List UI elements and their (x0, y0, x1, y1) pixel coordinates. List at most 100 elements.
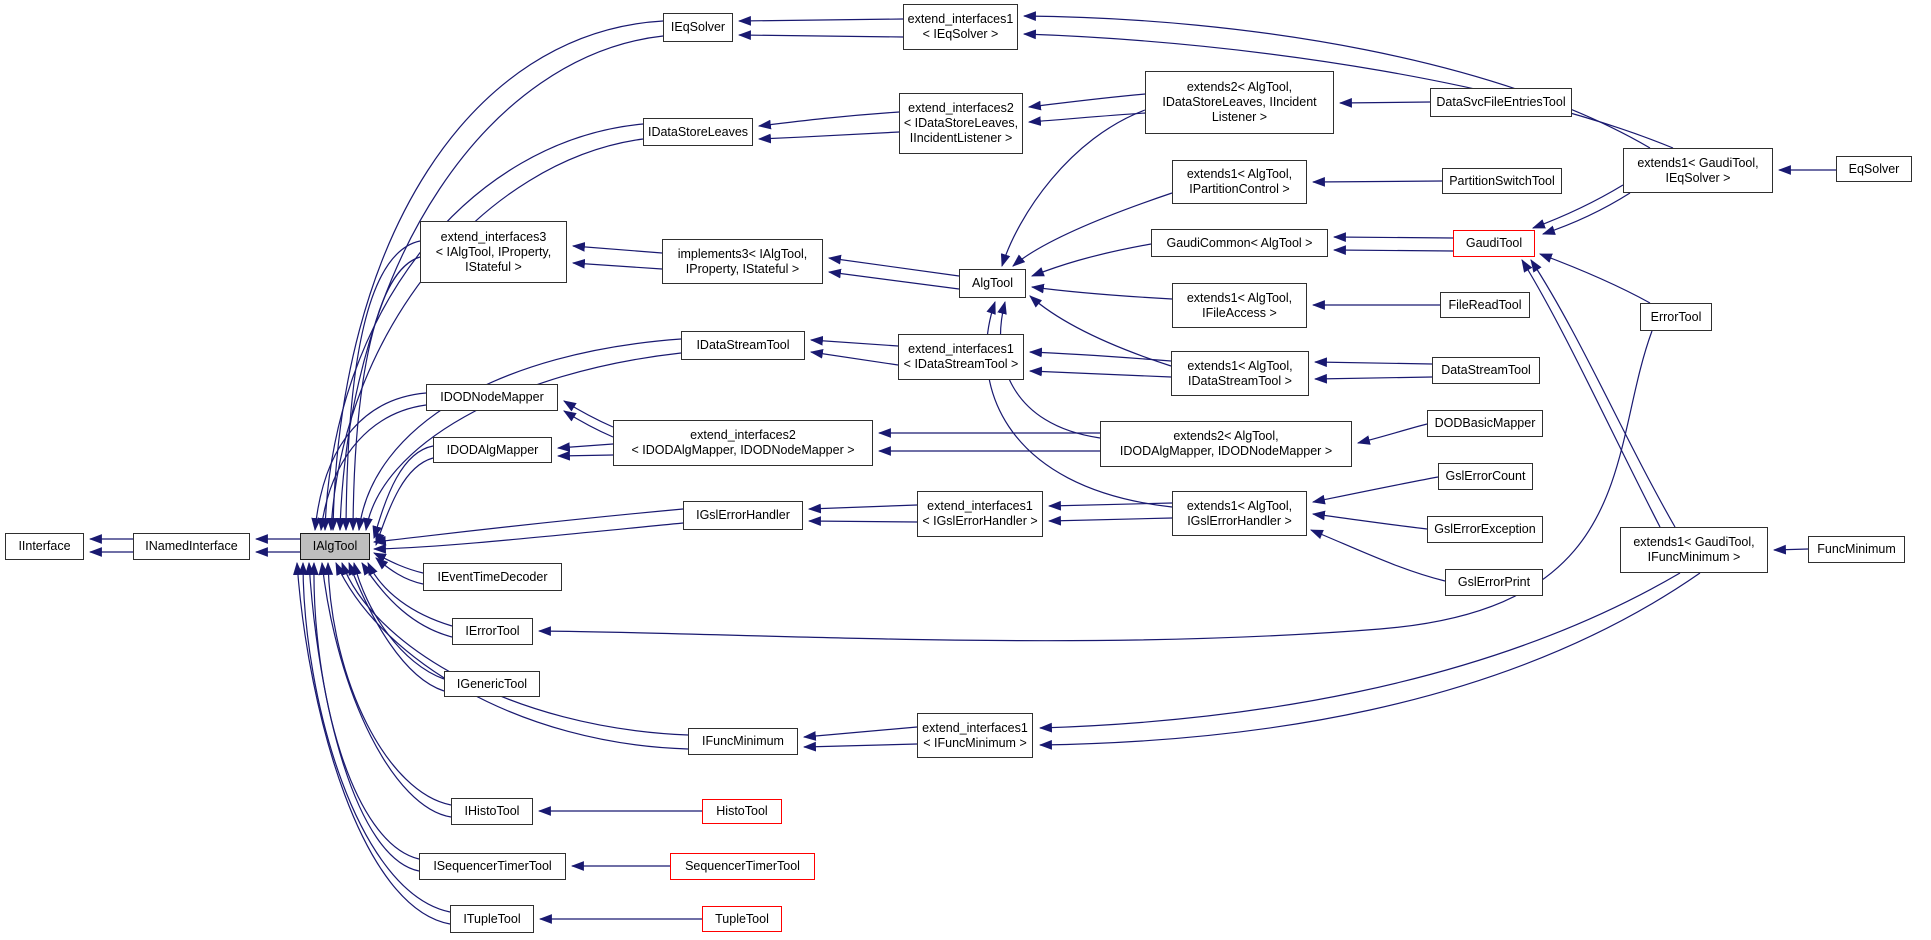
node-dodbasicmapper[interactable]: DODBasicMapper (1427, 410, 1543, 437)
node-eqsolver[interactable]: EqSolver (1836, 156, 1912, 182)
node-inamedinterface[interactable]: INamedInterface (133, 533, 250, 560)
node-filereadtool[interactable]: FileReadTool (1440, 292, 1530, 318)
edge-extend-interfaces2-dod-to-idodnodemapper (563, 400, 614, 428)
edge-idodalgmapper-to-ialgtool (372, 445, 434, 540)
edge-implements3-to-extend-interfaces3 (571, 258, 663, 270)
node-extend-interfaces1-fm[interactable]: extend_interfaces1 < IFuncMinimum > (917, 713, 1033, 758)
edge-extends1-gfm-to-extend-interfaces1-fm (1038, 572, 1681, 733)
node-implements3[interactable]: implements3< IAlgTool, IProperty, IState… (662, 239, 823, 284)
edge-datasvcfileentriestool-to-extends2-dsl (1338, 97, 1431, 108)
node-histotool[interactable]: HistoTool (702, 799, 782, 824)
edge-idatastoreleaves-to-ialgtool (326, 138, 644, 532)
node-itupletool[interactable]: ITupleTool (450, 905, 534, 933)
edge-extends2-dod-to-algtool (997, 300, 1101, 439)
edge-extend-interfaces2-dsl-to-idatastoreleaves (757, 131, 900, 144)
edge-extend-interfaces1-eq-to-ieqsolver (737, 30, 904, 41)
node-idatastoreleaves[interactable]: IDataStoreLeaves (643, 118, 753, 146)
node-extends2-dod[interactable]: extends2< AlgTool, IDODAlgMapper, IDODNo… (1100, 421, 1352, 467)
edge-ihistotool-to-ialgtool (318, 561, 452, 818)
edge-idatastreamtool-to-ialgtool (363, 352, 682, 532)
edge-extend-interfaces1-fm-to-ifuncminimum (802, 741, 918, 752)
node-igslerrorhandler[interactable]: IGslErrorHandler (683, 501, 803, 530)
edge-extend-interfaces3-to-ialgtool (341, 240, 421, 532)
edge-extends1-gsl-to-extend-interfaces1-gsl (1047, 500, 1173, 511)
node-iinterface[interactable]: IInterface (5, 533, 84, 560)
edge-extend-interfaces1-dst-to-idatastreamtool (809, 348, 899, 366)
node-ihistotool[interactable]: IHistoTool (451, 798, 533, 825)
node-isequencertimertool[interactable]: ISequencerTimerTool (419, 853, 566, 880)
node-extend-interfaces2-dsl[interactable]: extend_interfaces2 < IDataStoreLeaves, I… (899, 93, 1023, 154)
node-extends1-gsl[interactable]: extends1< AlgTool, IGslErrorHandler > (1172, 491, 1307, 536)
edge-ierrortool-to-ialgtool (367, 562, 453, 627)
edge-extend-interfaces2-dod-to-idodnodemapper (563, 410, 614, 438)
node-extends1-pc[interactable]: extends1< AlgTool, IPartitionControl > (1172, 160, 1307, 204)
node-funcminimum[interactable]: FuncMinimum (1808, 536, 1905, 563)
edge-ihistotool-to-ialgtool (323, 561, 452, 806)
node-idodnodemapper[interactable]: IDODNodeMapper (426, 384, 558, 411)
node-gaudicommon[interactable]: GaudiCommon< AlgTool > (1151, 229, 1328, 257)
node-gslerrorexception[interactable]: GslErrorException (1427, 516, 1543, 543)
node-sequencertimertool[interactable]: SequencerTimerTool (670, 853, 815, 880)
node-extends2-dsl[interactable]: extends2< AlgTool, IDataStoreLeaves, IIn… (1145, 71, 1334, 134)
edge-implements3-to-extend-interfaces3 (571, 242, 663, 254)
edge-idodalgmapper-to-ialgtool (375, 457, 434, 547)
node-gslerrorprint[interactable]: GslErrorPrint (1445, 569, 1543, 596)
edge-ierrortool-to-ialgtool (361, 562, 453, 638)
edge-ieventtimedecoder-to-ialgtool (375, 557, 424, 585)
edge-extend-interfaces1-fm-to-ifuncminimum (802, 726, 918, 741)
edge-idodnodemapper-to-ialgtool (317, 404, 427, 532)
node-ifuncminimum[interactable]: IFuncMinimum (688, 728, 798, 755)
edge-isequencertimertool-to-ialgtool (308, 561, 420, 860)
edge-isequencertimertool-to-ialgtool (304, 561, 420, 872)
node-extend-interfaces1-eq[interactable]: extend_interfaces1 < IEqSolver > (903, 4, 1018, 50)
edge-igenerictool-to-ialgtool (348, 561, 445, 692)
edge-algtool-to-implements3 (827, 268, 960, 290)
node-datasvcfileentriestool[interactable]: DataSvcFileEntriesTool (1430, 88, 1572, 117)
node-ieventtimedecoder[interactable]: IEventTimeDecoder (423, 563, 562, 591)
edge-itupletool-to-ialgtool (293, 561, 451, 925)
edge-datastreamtool-to-extends1-dst (1313, 357, 1433, 368)
node-extends1-gfm[interactable]: extends1< GaudiTool, IFuncMinimum > (1620, 527, 1768, 573)
edge-funcminimum-to-extends1-gfm (1772, 544, 1809, 555)
node-idodalgmapper[interactable]: IDODAlgMapper (433, 437, 552, 463)
edge-extends1-geq-to-gauditool (1541, 192, 1631, 235)
edge-extends1-geq-to-gauditool (1531, 184, 1624, 229)
node-idatastreamtool[interactable]: IDataStreamTool (681, 331, 805, 360)
node-ieqsolver[interactable]: IEqSolver (663, 13, 733, 42)
node-extend-interfaces2-dod[interactable]: extend_interfaces2 < IDODAlgMapper, IDOD… (613, 420, 873, 466)
edge-gauditool-to-gaudicommon (1332, 232, 1454, 242)
node-extends1-geq[interactable]: extends1< GaudiTool, IEqSolver > (1623, 148, 1773, 193)
edge-idatastoreleaves-to-ialgtool (320, 123, 644, 532)
edge-extends1-geq-to-extend-interfaces1-eq (1022, 11, 1651, 149)
node-gauditool[interactable]: GaudiTool (1453, 230, 1535, 257)
edge-extends1-dst-to-algtool (1029, 295, 1172, 367)
node-partitionswitchtool[interactable]: PartitionSwitchTool (1442, 168, 1562, 194)
node-algtool[interactable]: AlgTool (959, 269, 1026, 298)
node-extends1-dst[interactable]: extends1< AlgTool, IDataStreamTool > (1171, 351, 1309, 396)
edge-extends2-dsl-to-extend-interfaces2-dsl (1027, 93, 1146, 111)
edge-extend-interfaces1-gsl-to-igslerrorhandler (807, 503, 918, 514)
edge-extends1-gfm-to-extend-interfaces1-fm (1038, 572, 1701, 750)
edge-idodnodemapper-to-ialgtool (311, 392, 427, 532)
edge-gslerrorcount-to-extends1-gsl (1311, 476, 1439, 505)
edge-extends1-gfm-to-gauditool (1530, 259, 1676, 528)
node-extend-interfaces1-gsl[interactable]: extend_interfaces1 < IGslErrorHandler > (917, 491, 1043, 537)
edge-extends1-gsl-to-algtool (985, 300, 1173, 508)
edge-gslerrorexception-to-extends1-gsl (1311, 510, 1428, 530)
node-igenerictool[interactable]: IGenericTool (444, 671, 540, 697)
node-extend-interfaces3[interactable]: extend_interfaces3 < IAlgTool, IProperty… (420, 221, 567, 283)
edge-extends1-pc-to-algtool (1012, 192, 1173, 267)
edge-extends2-dsl-to-extend-interfaces2-dsl (1027, 112, 1146, 126)
node-extends1-fa[interactable]: extends1< AlgTool, IFileAccess > (1172, 283, 1307, 328)
node-gslerrorcount[interactable]: GslErrorCount (1438, 463, 1533, 490)
node-tupletool[interactable]: TupleTool (702, 906, 782, 932)
node-ialgtool: IAlgTool (300, 533, 370, 560)
node-datastreamtool[interactable]: DataStreamTool (1432, 357, 1540, 384)
node-errortool[interactable]: ErrorTool (1640, 303, 1712, 331)
edge-extend-interfaces2-dsl-to-idatastoreleaves (757, 111, 900, 130)
node-extend-interfaces1-dst[interactable]: extend_interfaces1 < IDataStreamTool > (898, 334, 1024, 380)
node-ierrortool[interactable]: IErrorTool (452, 618, 533, 645)
edge-datastreamtool-to-extends1-dst (1313, 373, 1433, 384)
edge-extend-interfaces3-to-ialgtool (348, 256, 421, 532)
